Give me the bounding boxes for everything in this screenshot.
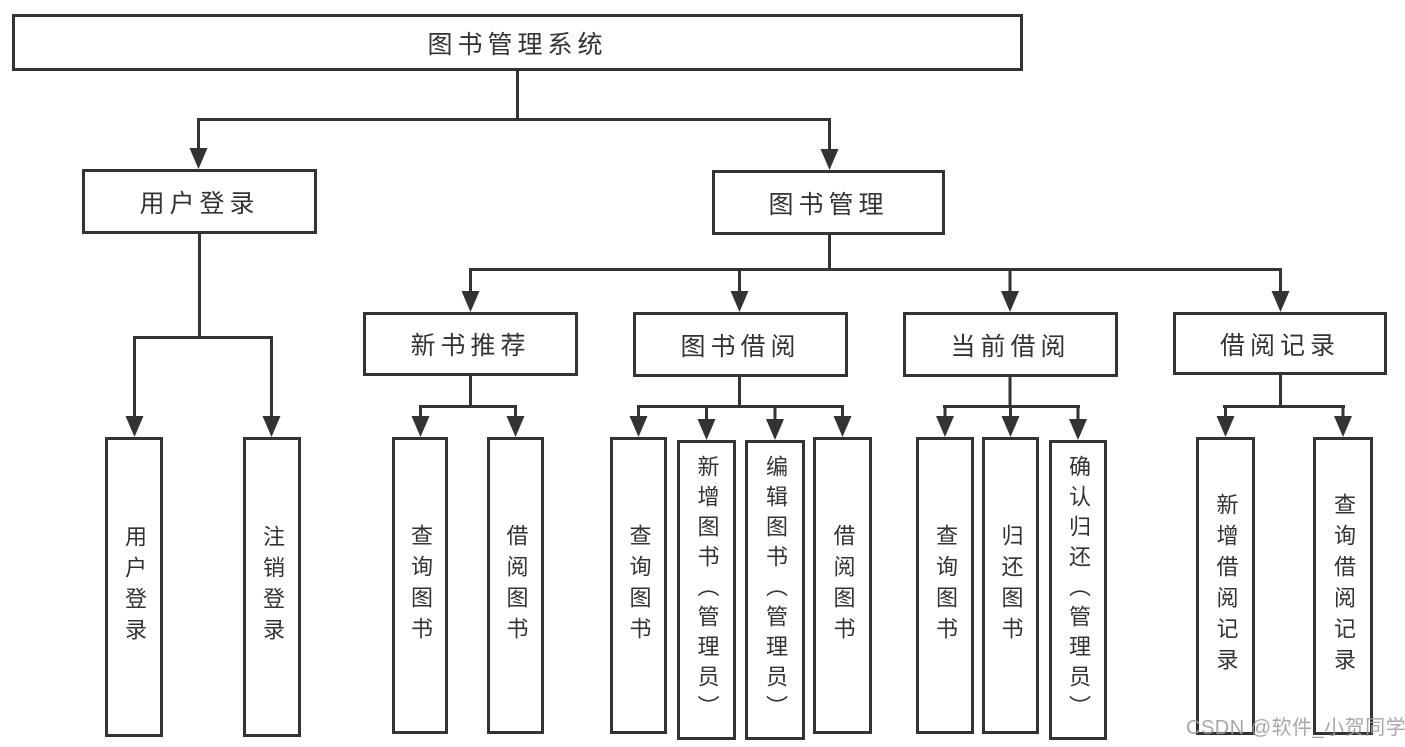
- leaf-query-books-current: 查询图书: [916, 437, 974, 734]
- leaf-logout: 注销登录: [243, 437, 301, 737]
- leaf-add-borrow-record: 新增借阅记录: [1196, 437, 1255, 735]
- leaf-borrow-books-recommend: 借阅图书: [487, 437, 544, 734]
- leaf-borrow-books: 借阅图书: [813, 437, 872, 734]
- leaf-return-books: 归还图书: [982, 437, 1039, 734]
- node-new-book-recommendation: 新书推荐: [363, 312, 578, 376]
- node-book-management: 图书管理: [712, 170, 945, 235]
- node-library-management-system: 图书管理系统: [12, 14, 1023, 71]
- node-user-login: 用户登录: [82, 169, 317, 234]
- leaf-query-books-borrow: 查询图书: [610, 437, 667, 734]
- node-borrowing-records: 借阅记录: [1173, 312, 1387, 375]
- leaf-query-books-recommend: 查询图书: [392, 437, 448, 734]
- leaf-add-books-admin: 新增图书（管理员）: [677, 440, 736, 740]
- leaf-user-login: 用户登录: [105, 437, 163, 737]
- leaf-query-borrow-record: 查询借阅记录: [1313, 437, 1373, 735]
- node-current-borrowing: 当前借阅: [903, 312, 1118, 377]
- leaf-edit-books-admin: 编辑图书（管理员）: [745, 440, 805, 740]
- leaf-confirm-return-admin: 确认归还（管理员）: [1049, 440, 1107, 740]
- arrowhead-icon: [125, 148, 1352, 440]
- node-book-borrowing: 图书借阅: [633, 312, 848, 377]
- connector-line: [133, 70, 1345, 421]
